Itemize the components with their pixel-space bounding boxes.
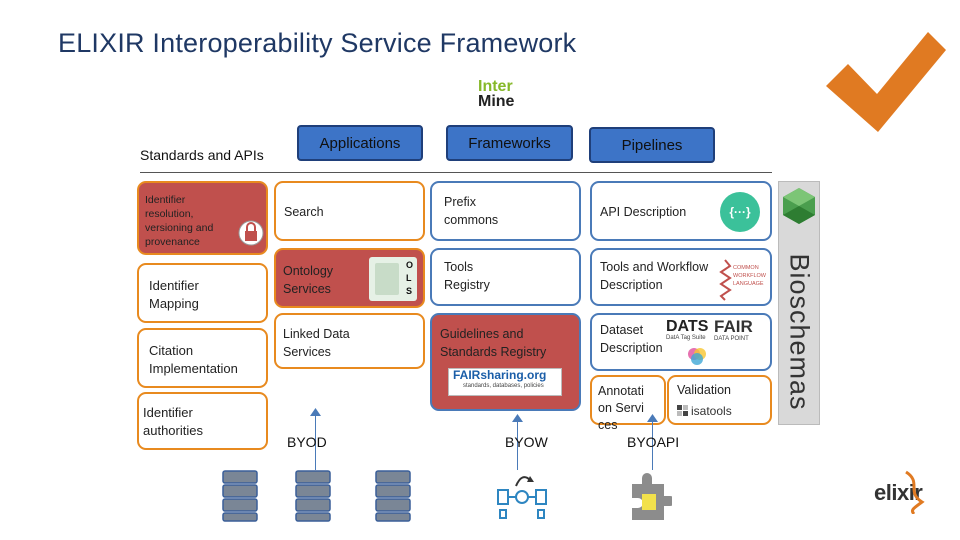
search-box: Search bbox=[274, 181, 425, 241]
arrow-up-icon bbox=[647, 414, 658, 422]
guidelines-standards-registry-box: Guidelines and Standards Registry FAIRsh… bbox=[430, 313, 581, 411]
bioschemas-logo-icon bbox=[783, 188, 815, 224]
annotation-services-box: Annotation Services bbox=[590, 375, 666, 432]
database-icon bbox=[375, 470, 411, 522]
cwl-logo-icon bbox=[719, 259, 732, 301]
isatools-logo: isatools bbox=[677, 402, 732, 420]
database-icon bbox=[295, 470, 331, 522]
byow-arrow bbox=[517, 420, 518, 470]
dataset-description-box: Dataset Description DATS DatA Tag Suite … bbox=[590, 313, 772, 371]
fairsharing-logo: FAIRsharing.org standards, databases, po… bbox=[448, 368, 562, 396]
identifier-authorities-box: Identifier authorities bbox=[137, 392, 268, 450]
fair-data-point-logo: FAIR DATA POINT bbox=[714, 317, 753, 343]
venn-logo-icon bbox=[688, 348, 706, 365]
byod-arrow bbox=[315, 414, 316, 470]
api-description-box: API Description {···} bbox=[590, 181, 772, 241]
tools-workflow-description-box: Tools and Workflow Description COMMON WO… bbox=[590, 248, 772, 306]
frameworks-header: Frameworks bbox=[446, 125, 573, 161]
lock-logo-icon bbox=[238, 220, 264, 246]
intermine-logo: Inter Mine bbox=[478, 78, 515, 110]
database-icon bbox=[222, 470, 258, 522]
checkmark-icon bbox=[826, 32, 946, 132]
identifier-resolution-box: Identifier resolution, versioning and pr… bbox=[137, 181, 268, 255]
identifier-mapping-box: Identifier Mapping bbox=[137, 263, 268, 323]
isatools-icon bbox=[677, 405, 688, 416]
arrow-up-icon bbox=[512, 414, 523, 422]
dats-logo: DATS DatA Tag Suite bbox=[666, 318, 709, 341]
applications-header: Applications bbox=[297, 125, 423, 161]
validation-box: Validation isatools bbox=[667, 375, 772, 425]
linked-data-services-box: Linked Data Services bbox=[274, 313, 425, 369]
byoapi-arrow bbox=[652, 420, 653, 470]
byoapi-label: BYOAPI bbox=[627, 434, 680, 450]
puzzle-icon bbox=[632, 473, 672, 520]
tools-registry-box: Tools Registry bbox=[430, 248, 581, 306]
api-braces-logo: {···} bbox=[720, 192, 760, 232]
byod-label: BYOD bbox=[287, 434, 327, 450]
elixir-logo: elixir bbox=[874, 470, 944, 520]
citation-implementation-box: Citation Implementation bbox=[137, 328, 268, 388]
arrow-up-icon bbox=[310, 408, 321, 416]
divider bbox=[140, 172, 772, 173]
page-title: ELIXIR Interoperability Service Framewor… bbox=[58, 28, 577, 58]
pipelines-header: Pipelines bbox=[589, 127, 715, 163]
elixir-helix-icon bbox=[905, 470, 925, 514]
bioschemas-panel: Bioschemas bbox=[778, 181, 820, 425]
prefix-commons-box: Prefix commons bbox=[430, 181, 581, 241]
standards-label: Standards and APIs bbox=[140, 147, 264, 163]
workflow-icon bbox=[497, 476, 547, 519]
byow-label: BYOW bbox=[505, 434, 548, 450]
